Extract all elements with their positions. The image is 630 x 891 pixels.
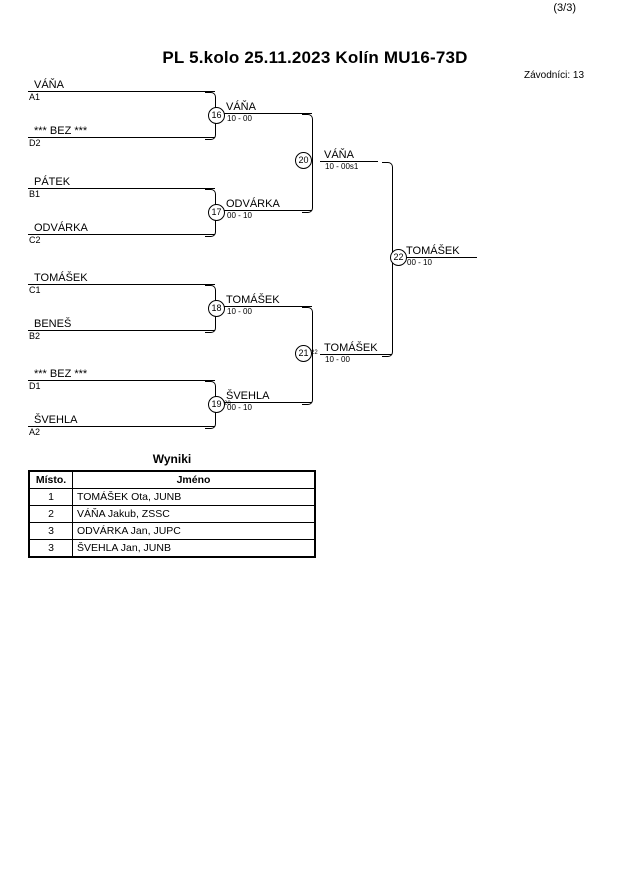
column-header-name: Jméno bbox=[72, 470, 316, 489]
results-table: Místo. Jméno 1 TOMÁŠEK Ota, JUNB 2 VÁŇA … bbox=[28, 470, 316, 558]
entrant-rule bbox=[28, 330, 215, 331]
winner-rule bbox=[222, 113, 312, 114]
page-title: PL 5.kolo 25.11.2023 Kolín MU16-73D bbox=[162, 48, 468, 67]
winner-name: TOMÁŠEK bbox=[226, 294, 280, 306]
match-next-ref: 22 bbox=[311, 350, 318, 356]
winner-name: TOMÁŠEK bbox=[406, 245, 460, 257]
bracket-entrant: ŠVEHLA A2 bbox=[28, 409, 215, 437]
entrant-seed: A2 bbox=[29, 427, 41, 437]
table-row: 3 ODVÁRKA Jan, JUPC bbox=[28, 522, 316, 540]
match-winner: TOMÁŠEK 00 - 10 bbox=[402, 240, 477, 267]
match-winner: VÁŇA 10 - 00 bbox=[222, 96, 312, 123]
winner-rule bbox=[320, 354, 392, 355]
table-row: 3 ŠVEHLA Jan, JUNB bbox=[28, 539, 316, 558]
bracket-entrant: TOMÁŠEK C1 bbox=[28, 267, 215, 295]
match-winner: VÁŇA 10 - 00s1 bbox=[320, 144, 378, 171]
match-winner: ŠVEHLA 00 - 10 bbox=[222, 385, 312, 412]
winner-name: ODVÁRKA bbox=[226, 198, 280, 210]
match-score: 10 - 00 bbox=[325, 355, 350, 364]
match-score: 00 - 10 bbox=[407, 258, 432, 267]
match-score: 10 - 00 bbox=[227, 307, 252, 316]
cell-name: ODVÁRKA Jan, JUPC bbox=[72, 522, 316, 540]
match-number: 17 bbox=[208, 204, 225, 221]
table-row: 1 TOMÁŠEK Ota, JUNB bbox=[28, 488, 316, 506]
match-number: 19 bbox=[208, 396, 225, 413]
entrant-rule bbox=[28, 380, 215, 381]
tournament-bracket: VÁŇA A1 *** BEZ *** D2 PÁTEK B1 ODVÁRKA … bbox=[28, 74, 477, 437]
match-score: 00 - 10 bbox=[227, 211, 252, 220]
bracket-entrant: VÁŇA A1 bbox=[28, 74, 215, 102]
entrant-name: PÁTEK bbox=[34, 176, 71, 188]
table-header-row: Místo. Jméno bbox=[28, 470, 316, 489]
bracket-entrant: ODVÁRKA C2 bbox=[28, 217, 215, 245]
match-winner: TOMÁŠEK 10 - 00 bbox=[222, 289, 312, 316]
match-number: 21 bbox=[295, 345, 312, 362]
results-title: Wyniki bbox=[152, 452, 192, 466]
winner-name: ŠVEHLA bbox=[226, 390, 270, 402]
table-row: 2 VÁŇA Jakub, ZSSC bbox=[28, 505, 316, 523]
page-indicator: (3/3) bbox=[553, 2, 576, 14]
cell-place: 1 bbox=[28, 488, 73, 506]
entrant-seed: D2 bbox=[29, 138, 41, 148]
entrant-rule bbox=[28, 234, 215, 235]
match-winner: TOMÁŠEK 10 - 00 bbox=[320, 337, 392, 364]
entrant-seed: D1 bbox=[29, 381, 41, 391]
entrant-seed: B2 bbox=[29, 331, 41, 341]
bracket-entrant: BENEŠ B2 bbox=[28, 313, 215, 341]
winner-rule bbox=[222, 402, 312, 403]
competitors-count: Závodníci: 13 bbox=[524, 70, 585, 81]
entrant-rule bbox=[28, 426, 215, 427]
bracket-connector bbox=[302, 307, 313, 405]
entrant-name: *** BEZ *** bbox=[34, 368, 88, 380]
bracket-connector bbox=[302, 114, 313, 213]
match-number: 20 bbox=[295, 152, 312, 169]
winner-rule bbox=[222, 306, 312, 307]
entrant-seed: C1 bbox=[29, 285, 41, 295]
winner-name: TOMÁŠEK bbox=[324, 342, 378, 354]
match-next-ref: 20 bbox=[224, 401, 231, 407]
entrant-seed: C2 bbox=[29, 235, 41, 245]
winner-rule bbox=[402, 257, 477, 258]
cell-name: ŠVEHLA Jan, JUNB bbox=[72, 539, 316, 558]
cell-name: TOMÁŠEK Ota, JUNB bbox=[72, 488, 316, 506]
entrant-seed: B1 bbox=[29, 189, 41, 199]
bracket-entrant: PÁTEK B1 bbox=[28, 171, 215, 199]
winner-rule bbox=[222, 210, 312, 211]
winner-rule bbox=[320, 161, 378, 162]
match-score: 00 - 10 bbox=[227, 403, 252, 412]
winner-name: VÁŇA bbox=[324, 149, 354, 161]
winner-name: VÁŇA bbox=[226, 101, 256, 113]
bracket-entrant: *** BEZ *** D2 bbox=[28, 120, 215, 148]
entrant-name: BENEŠ bbox=[34, 318, 72, 330]
match-score: 10 - 00 bbox=[227, 114, 252, 123]
entrant-seed: A1 bbox=[29, 92, 41, 102]
cell-place: 3 bbox=[28, 522, 73, 540]
entrant-rule bbox=[28, 188, 215, 189]
entrant-name: ODVÁRKA bbox=[34, 222, 88, 234]
cell-place: 2 bbox=[28, 505, 73, 523]
entrant-name: VÁŇA bbox=[34, 79, 64, 91]
entrant-rule bbox=[28, 137, 215, 138]
match-number: 22 bbox=[390, 249, 407, 266]
match-number: 16 bbox=[208, 107, 225, 124]
cell-place: 3 bbox=[28, 539, 73, 558]
entrant-name: TOMÁŠEK bbox=[34, 272, 88, 284]
column-header-place: Místo. bbox=[28, 470, 73, 489]
entrant-name: ŠVEHLA bbox=[34, 414, 78, 426]
cell-name: VÁŇA Jakub, ZSSC bbox=[72, 505, 316, 523]
match-winner: ODVÁRKA 00 - 10 bbox=[222, 193, 312, 220]
entrant-rule bbox=[28, 91, 215, 92]
match-score: 10 - 00s1 bbox=[325, 162, 359, 171]
bracket-entrant: *** BEZ *** D1 bbox=[28, 363, 215, 391]
entrant-name: *** BEZ *** bbox=[34, 125, 88, 137]
match-number: 18 bbox=[208, 300, 225, 317]
results-table-body: 1 TOMÁŠEK Ota, JUNB 2 VÁŇA Jakub, ZSSC 3… bbox=[28, 488, 316, 558]
entrant-rule bbox=[28, 284, 215, 285]
